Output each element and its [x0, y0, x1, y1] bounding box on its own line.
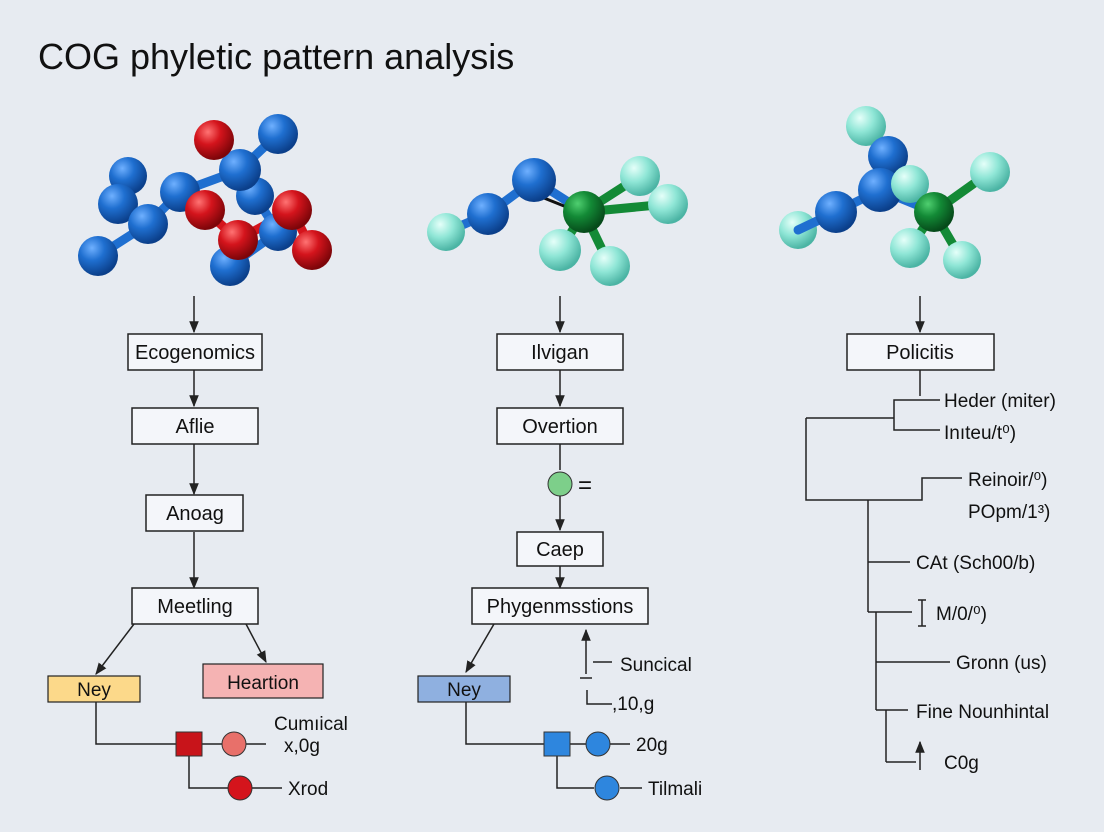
molecule-middle [427, 156, 688, 286]
box-ney-blue [417, 675, 511, 703]
box-overtion [496, 407, 624, 445]
atom-red [292, 230, 332, 270]
box-ney-blue-label: Ney [447, 680, 481, 701]
box-meetling-label: Meetling [157, 596, 233, 618]
node-circle-blue [594, 775, 620, 801]
atom-blue [78, 236, 118, 276]
box-ilvigan-label: Ilvigan [531, 342, 589, 364]
side-label-10g: ,10,g [612, 694, 654, 715]
atom-blue [467, 193, 509, 235]
molecule-right [779, 106, 1010, 279]
node-label-cumical: Cumıical [274, 714, 348, 735]
box-ney-yellow [47, 675, 141, 703]
box-caep [516, 531, 604, 567]
box-aflie [131, 407, 259, 445]
box-ney-yellow-label: Ney [77, 680, 111, 701]
box-heartion-label: Heartion [227, 673, 299, 694]
leaf-label: Heder (miter) [944, 391, 1056, 412]
atom-blue [128, 204, 168, 244]
box-meetling [131, 587, 259, 625]
atom-red [272, 190, 312, 230]
atom-blue [258, 114, 298, 154]
box-ecogenomics-label: Ecogenomics [135, 342, 255, 364]
atom-blue [512, 158, 556, 202]
atom-green [914, 192, 954, 232]
atom-cyan [890, 228, 930, 268]
atom-cyan [943, 241, 981, 279]
atom-cyan [620, 156, 660, 196]
node-circle-green [547, 471, 573, 497]
atom-cyan [427, 213, 465, 251]
leaf-label: Gronn (us) [956, 653, 1047, 674]
node-label-xrod: Xrod [288, 779, 328, 800]
box-policitis-label: Policitis [886, 342, 954, 364]
atom-cyan [970, 152, 1010, 192]
atom-blue [858, 168, 902, 212]
molecule-left [78, 114, 332, 286]
atom-green [563, 191, 605, 233]
leaf-label: Reinoir/⁰) [968, 470, 1047, 491]
node-square-red [175, 731, 203, 757]
leaf-label: C0g [944, 753, 979, 774]
side-label-suncical: Suncical [620, 655, 692, 676]
left-flow-boxes: Ecogenomics Aflie Anoag Meetling Ney Hea… [47, 333, 348, 801]
middle-flow-boxes: Ilvigan Overtion = Caep Phygenmsstions N… [417, 333, 702, 801]
equals-symbol: = [578, 472, 592, 499]
node-label-tilmali: Tilmali [648, 779, 702, 800]
node-label-20g: 20g [636, 735, 668, 756]
atom-cyan [648, 184, 688, 224]
box-ecogenomics [127, 333, 263, 371]
atom-cyan [590, 246, 630, 286]
node-circle-blue [585, 731, 611, 757]
atom-red [185, 190, 225, 230]
leaf-label: POpm/1³) [968, 502, 1050, 523]
right-flow-labels: Policitis Heder (miter) Inıteu/t⁰) Reino… [846, 333, 1056, 774]
node-circle-salmon [221, 731, 247, 757]
box-phygenmsstions [471, 587, 649, 625]
node-square-blue [543, 731, 571, 757]
leaf-label: Fine Nounhintal [916, 702, 1049, 723]
left-flow [95, 296, 282, 789]
atom-blue [98, 184, 138, 224]
atom-cyan [846, 106, 886, 146]
box-aflie-label: Aflie [176, 416, 215, 438]
leaf-label: CAt (Sch00/b) [916, 553, 1035, 574]
node-label-x0g: x,0g [284, 736, 320, 757]
middle-flow [465, 296, 642, 789]
box-overtion-label: Overtion [522, 416, 598, 438]
box-phygenmsstions-label: Phygenmsstions [487, 596, 634, 618]
atom-blue [219, 149, 261, 191]
atom-blue [868, 136, 908, 176]
atom-red [194, 120, 234, 160]
node-circle-red [227, 775, 253, 801]
atom-cyan [539, 229, 581, 271]
box-anoag [145, 494, 244, 532]
box-heartion [202, 663, 324, 699]
leaf-label: Inıteu/t⁰) [944, 423, 1016, 444]
box-ilvigan [496, 333, 624, 371]
atom-red [218, 220, 258, 260]
box-caep-label: Caep [536, 539, 584, 561]
right-flow-tree [805, 296, 962, 770]
atom-blue [815, 191, 857, 233]
leaf-label: M/0/⁰) [936, 604, 987, 625]
box-policitis [846, 333, 995, 371]
atom-cyan [891, 165, 929, 203]
page-title: COG phyletic pattern analysis [38, 36, 515, 77]
box-anoag-label: Anoag [166, 503, 224, 525]
